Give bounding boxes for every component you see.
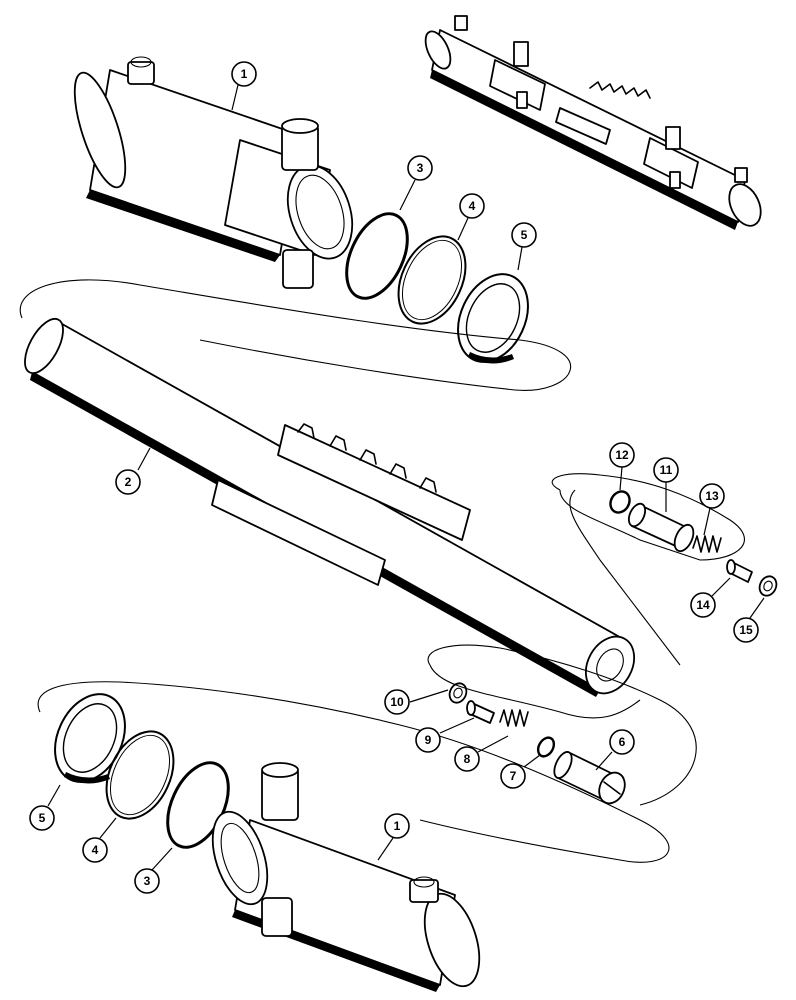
callout-6: 6 — [609, 729, 635, 755]
callout-10: 10 — [384, 689, 410, 715]
callout-8: 8 — [454, 746, 480, 772]
lower-seal — [54, 693, 126, 784]
callout-13: 13 — [699, 483, 725, 509]
plug-10 — [448, 682, 468, 704]
callout-7: 7 — [500, 763, 526, 789]
o-ring-7 — [536, 736, 556, 758]
svg-text:6: 6 — [619, 735, 626, 749]
svg-text:11: 11 — [660, 463, 673, 477]
upper-backup-ring — [397, 235, 467, 325]
valve-seat-11 — [627, 502, 695, 553]
svg-text:10: 10 — [390, 695, 404, 709]
svg-text:4: 4 — [92, 843, 99, 857]
callout-3-upper: 3 — [407, 155, 433, 181]
lower-cylinder-barrel — [211, 762, 481, 992]
svg-text:7: 7 — [510, 769, 517, 783]
svg-text:1: 1 — [394, 819, 401, 833]
assembly-routing-lines — [19, 279, 745, 863]
o-ring-12 — [609, 490, 631, 514]
plug-15 — [758, 575, 778, 597]
svg-text:4: 4 — [469, 199, 476, 213]
svg-text:8: 8 — [464, 752, 471, 766]
upper-seal — [457, 273, 529, 364]
assembled-cylinder-view — [424, 15, 762, 230]
callouts: 1 3 4 5 2 12 11 13 14 15 10 9 8 7 6 5 4 … — [29, 61, 765, 894]
svg-text:14: 14 — [696, 598, 710, 612]
svg-text:5: 5 — [39, 811, 46, 825]
upper-cylinder-barrel — [73, 56, 354, 289]
callout-2: 2 — [115, 469, 141, 495]
callout-4-lower: 4 — [82, 837, 108, 863]
svg-text:5: 5 — [521, 228, 528, 242]
callout-14: 14 — [690, 592, 716, 618]
valve-seat-6 — [553, 751, 626, 805]
lower-backup-ring — [105, 730, 175, 820]
callout-5-upper: 5 — [511, 222, 537, 248]
callout-9: 9 — [415, 727, 441, 753]
spring-8 — [499, 709, 529, 727]
poppet-14 — [726, 559, 753, 583]
rack-piston — [24, 317, 636, 697]
callout-11: 11 — [653, 457, 679, 483]
svg-text:13: 13 — [705, 489, 719, 503]
svg-text:1: 1 — [241, 67, 248, 81]
svg-text:3: 3 — [417, 161, 424, 175]
svg-text:3: 3 — [144, 874, 151, 888]
svg-text:12: 12 — [615, 448, 629, 462]
poppet-9 — [466, 700, 495, 724]
callout-4-upper: 4 — [459, 193, 485, 219]
callout-1-upper: 1 — [231, 61, 257, 87]
callout-15: 15 — [733, 617, 759, 643]
svg-text:2: 2 — [125, 475, 132, 489]
spring-13 — [692, 535, 722, 553]
upper-o-ring — [345, 212, 409, 300]
callout-1-lower: 1 — [384, 813, 410, 839]
svg-text:15: 15 — [739, 623, 753, 637]
callout-12: 12 — [609, 442, 635, 468]
callout-5-lower: 5 — [29, 805, 55, 831]
svg-text:9: 9 — [425, 733, 432, 747]
callout-3-lower: 3 — [134, 868, 160, 894]
